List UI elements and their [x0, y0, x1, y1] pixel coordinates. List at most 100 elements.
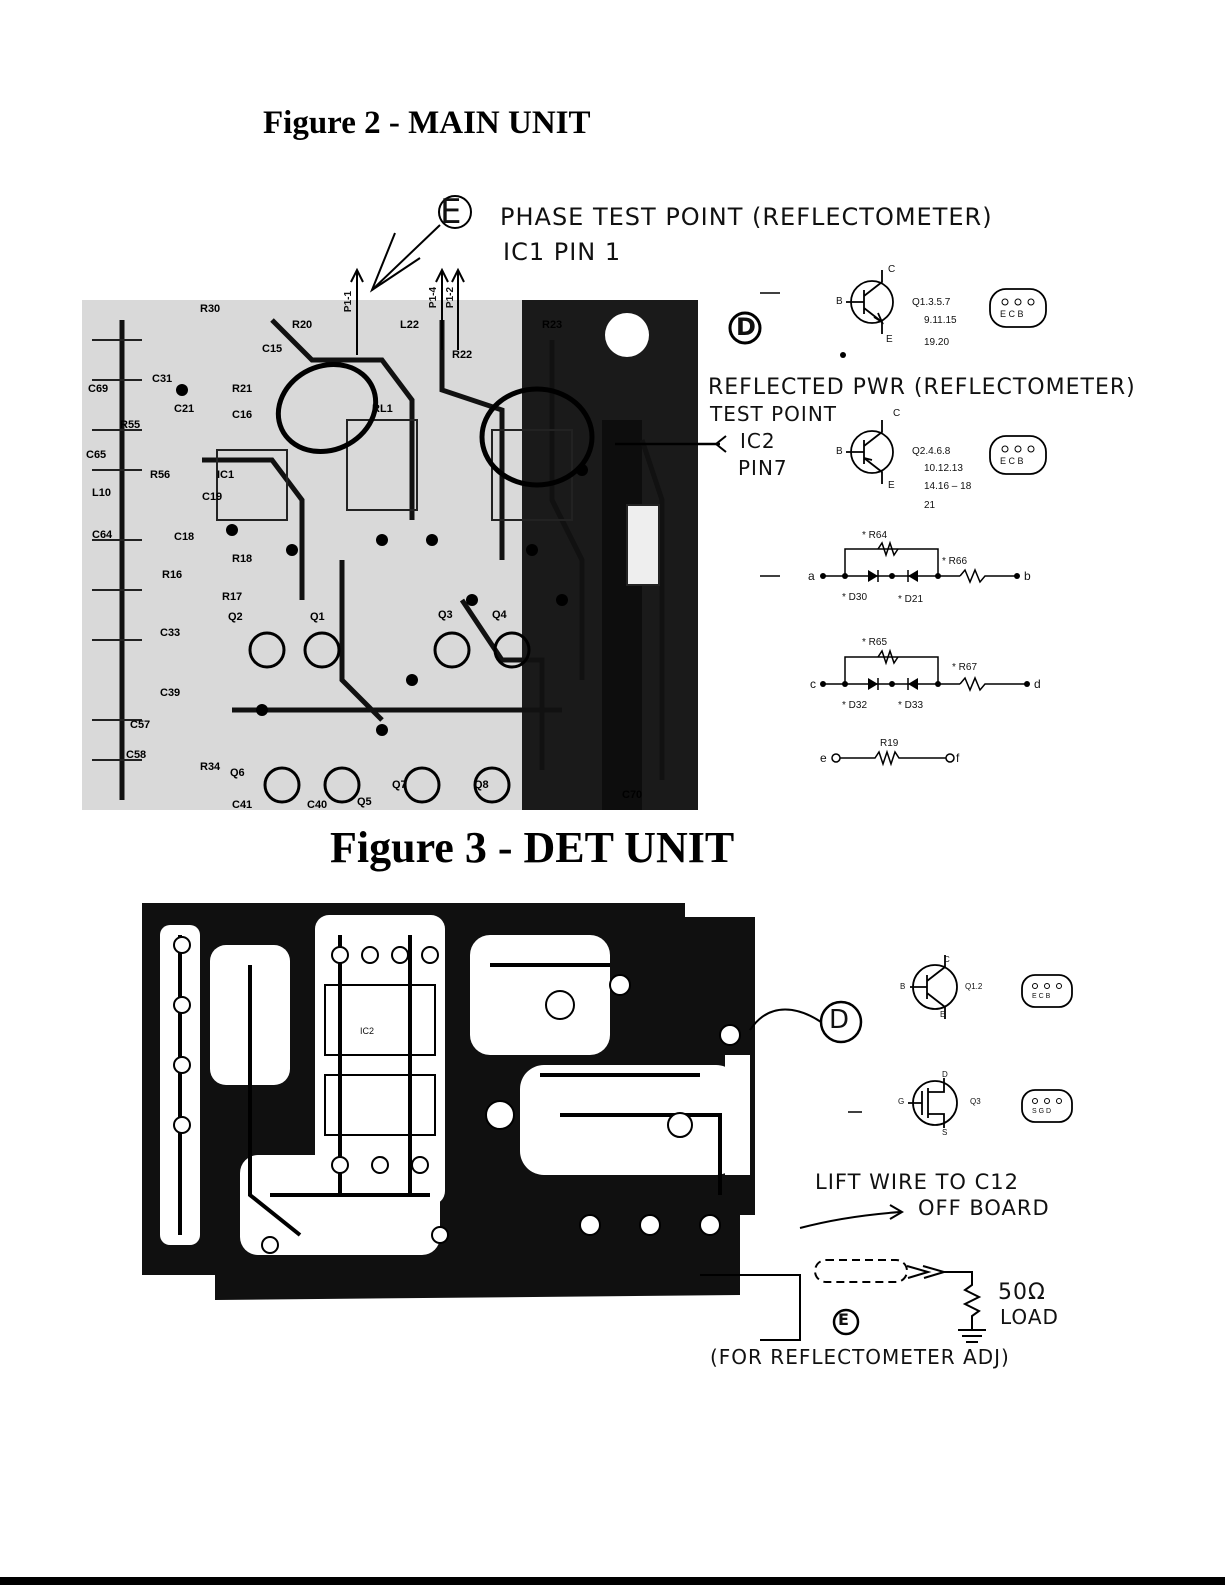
node-e-label: e [820, 751, 827, 765]
q12-e-label: E [940, 1010, 946, 1019]
board-component-label: C58 [126, 749, 146, 761]
d33-label: * D33 [898, 700, 924, 711]
npn1-b-label: B [836, 296, 843, 307]
r19-label: R19 [880, 738, 899, 749]
board-component-label: Q2 [228, 611, 243, 623]
node-d-label: d [1034, 677, 1041, 691]
net-ef-schematic [831, 749, 955, 767]
board-component-label: C18 [174, 531, 194, 543]
board-component-label: C41 [232, 799, 252, 810]
board-component-label: R17 [222, 591, 242, 603]
marker-d-letter: D [736, 313, 757, 341]
r66-label: * R66 [942, 556, 968, 567]
board-component-label: R21 [232, 383, 252, 395]
npn2-list-3: 14.16 – 18 [924, 481, 972, 492]
board-component-label: C21 [174, 403, 194, 415]
det-unit-board-drawing [140, 895, 800, 1313]
node-a-label: a [808, 569, 815, 583]
npn1-c-label: C [888, 264, 896, 275]
board-component-label: C69 [88, 383, 108, 395]
r67-label: * R67 [952, 662, 978, 673]
npn-transistor-2-symbol [846, 420, 894, 484]
phase-test-point-label: PHASE TEST POINT (REFLECTOMETER) [500, 203, 993, 231]
d30-label: * D30 [842, 592, 868, 603]
reflected-pwr-label: REFLECTED PWR (REFLECTOMETER) [708, 375, 1136, 400]
board-component-label: C40 [307, 799, 327, 810]
board-component-label: Q6 [230, 767, 245, 779]
page-bottom-border [0, 1577, 1225, 1585]
q12-pinout-label: E C B [1032, 993, 1051, 1000]
pinout-outline-2 [989, 435, 1047, 475]
npn2-c-label: C [893, 408, 901, 419]
board-component-label: Q1 [310, 611, 325, 623]
board-component-label: C15 [262, 343, 282, 355]
test-point-label: TEST POINT [710, 402, 838, 426]
board-component-label: R23 [542, 319, 562, 331]
reflectometer-adj-note: (FOR REFLECTOMETER ADJ) [710, 1345, 1010, 1369]
npn1-e-label: E [886, 334, 893, 345]
npn2-e-label: E [888, 480, 895, 491]
figure-2-annotations [350, 195, 1047, 767]
npn1-pinout-label: E C B [1000, 309, 1024, 319]
node-f-label: f [956, 751, 960, 765]
ic1-pin1-label: IC1 PIN 1 [503, 238, 622, 266]
npn-transistor-1-symbol [846, 270, 894, 334]
r65-label: * R65 [862, 637, 888, 648]
board-component-label: Q7 [392, 779, 407, 791]
figure-3-title: Figure 3 - DET UNIT [330, 823, 735, 872]
npn2-list-1: Q2.4.6.8 [912, 446, 951, 457]
board-component-label: R34 [200, 761, 221, 773]
det-unit-board-image [140, 895, 800, 1313]
board-component-label: R16 [162, 569, 182, 581]
pinout-outline-1 [989, 288, 1047, 328]
load-value-label: 50Ω [998, 1280, 1046, 1305]
npn1-list-3: 19.20 [924, 337, 950, 348]
d32-label: * D32 [842, 700, 868, 711]
npn1-list-2: 9.11.15 [924, 315, 957, 326]
board-component-label: R30 [200, 303, 220, 315]
d21-label: * D21 [898, 594, 924, 605]
board-component-label: C65 [86, 449, 106, 461]
board-component-label: Q8 [474, 779, 489, 791]
board-component-label: R18 [232, 553, 252, 565]
npn1-list-1: Q1.3.5.7 [912, 297, 951, 308]
board-component-label: C16 [232, 409, 252, 421]
npn2-list-4: 21 [924, 500, 936, 511]
figure-2-title: Figure 2 - MAIN UNIT [263, 105, 591, 141]
marker-e-letter: E [440, 192, 463, 232]
r64-label: * R64 [862, 530, 888, 541]
board-component-label: C33 [160, 627, 180, 639]
lift-wire-label: LIFT WIRE TO C12 [815, 1170, 1020, 1194]
board-component-label: R20 [292, 319, 312, 331]
q12-c-label: C [944, 955, 950, 964]
det-marker-e-letter: E [838, 1310, 850, 1329]
board-component-label: R56 [150, 469, 170, 481]
board-component-label: C39 [160, 687, 180, 699]
det-marker-d-letter: D [829, 1005, 851, 1035]
npn2-pinout-label: E C B [1000, 456, 1024, 466]
board-component-label: Q5 [357, 796, 372, 808]
npn2-list-2: 10.12.13 [924, 463, 963, 474]
q3-g-label: G [898, 1097, 905, 1106]
board-component-label: C64 [92, 529, 113, 541]
npn2-b-label: B [836, 446, 843, 457]
q3-pinout-outline [1021, 1089, 1073, 1123]
q3-pinout-label: S G D [1032, 1108, 1052, 1115]
board-component-label: Q3 [438, 609, 453, 621]
node-c-label: c [810, 677, 816, 691]
q3-d-label: D [942, 1070, 948, 1079]
board-component-label: RL1 [372, 403, 393, 415]
board-component-label: C31 [152, 373, 172, 385]
q12-b-label: B [900, 982, 906, 991]
load-label: LOAD [1000, 1305, 1059, 1329]
board-component-label: C19 [202, 491, 222, 503]
ic2-label: IC2 [740, 429, 776, 453]
board-component-label: C70 [622, 789, 642, 801]
q3-label: Q3 [970, 1097, 981, 1106]
q3-s-label: S [942, 1128, 948, 1137]
node-b-label: b [1024, 569, 1031, 583]
pin7-label: PIN7 [738, 456, 788, 480]
board-component-label: IC1 [217, 469, 234, 481]
